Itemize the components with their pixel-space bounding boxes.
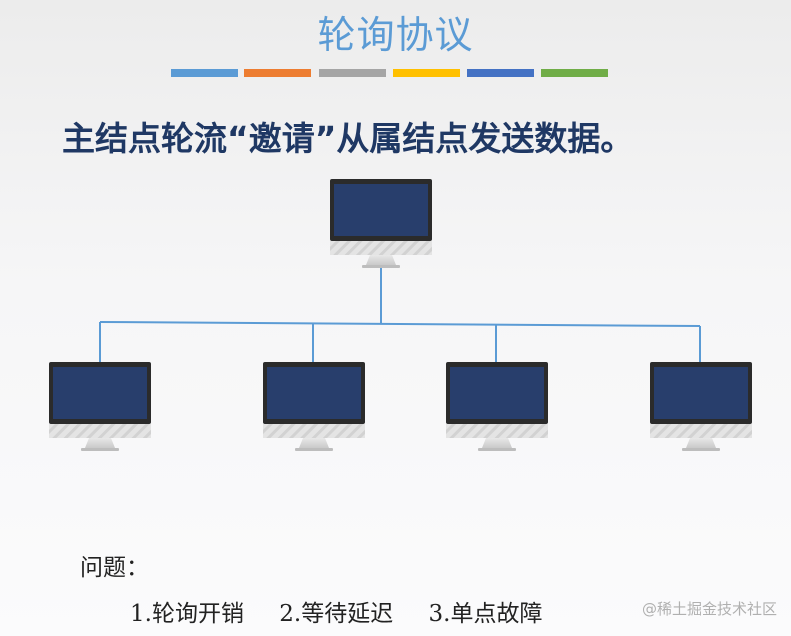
page-title: 轮询协议 xyxy=(317,13,474,57)
polling-description: 主结点轮流“邀请”从属结点发送数据。 xyxy=(62,119,634,158)
question-label: 问题： xyxy=(80,555,149,581)
bus-links xyxy=(99,266,701,362)
accent-bar xyxy=(244,69,311,77)
issue-item: 1.轮询开销 xyxy=(130,601,244,627)
accent-bar xyxy=(171,69,238,77)
master-node-monitor-icon xyxy=(330,179,432,268)
slave-node-monitor-icon xyxy=(263,362,365,451)
watermark: @稀土掘金技术社区 xyxy=(641,600,777,618)
accent-bar xyxy=(319,69,386,77)
issue-item: 3.单点故障 xyxy=(428,601,543,627)
accent-bar xyxy=(541,69,608,77)
slave-node-monitor-icon xyxy=(650,362,752,451)
accent-bar xyxy=(393,69,460,77)
slave-node-monitor-icon xyxy=(49,362,151,451)
slave-node-monitor-icon xyxy=(446,362,548,451)
issue-item: 2.等待延迟 xyxy=(279,601,394,627)
issues-list: 1.轮询开销 2.等待延迟 3.单点故障 xyxy=(130,594,570,628)
accent-bar xyxy=(467,69,534,77)
bus-line xyxy=(99,321,701,327)
